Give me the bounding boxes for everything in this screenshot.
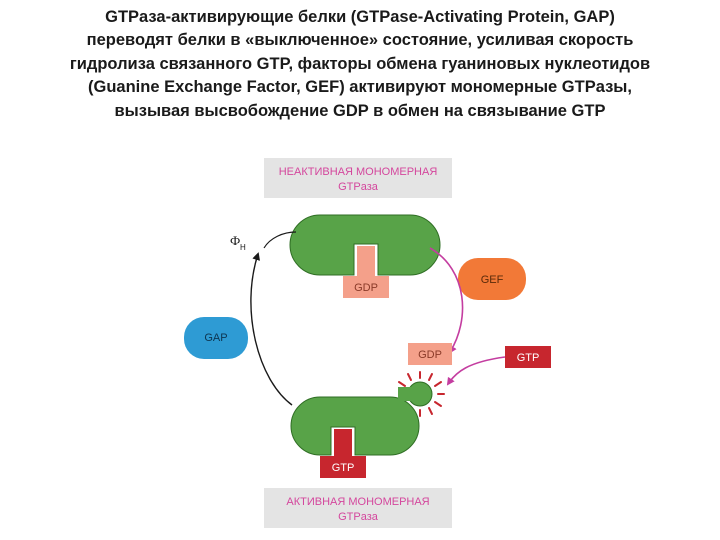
bound-gdp-stem xyxy=(357,246,375,276)
bound-gdp-block xyxy=(343,276,389,298)
text-line-4: (Guanine Exchange Factor, GEF) активирую… xyxy=(88,78,632,97)
text-line-5: вызывая высвобождение GDP в обмен на свя… xyxy=(114,101,606,120)
bound-gtp-block xyxy=(320,456,366,478)
phosphate-main: Ф xyxy=(230,233,240,248)
inactive-gtpase-protein: GDP xyxy=(289,214,441,298)
phosphate-label: Ф Н xyxy=(230,233,246,252)
gef-arrow xyxy=(429,247,464,354)
released-gdp-label: GDP xyxy=(418,349,442,361)
inactive-label-box: НЕАКТИВНАЯ МОНОМЕРНАЯ GTPаза xyxy=(264,158,452,198)
gef-blob: GEF xyxy=(458,258,526,300)
text-line-1: GTPаза-активирующие белки (GTPase-Activa… xyxy=(105,8,615,26)
active-label-line-1: АКТИВНАЯ МОНОМЕРНАЯ xyxy=(286,496,429,508)
inactive-label-line-1: НЕАКТИВНАЯ МОНОМЕРНАЯ xyxy=(279,166,438,178)
gap-label: GAP xyxy=(204,332,227,344)
gap-blob: GAP xyxy=(184,317,248,359)
gef-label: GEF xyxy=(481,274,504,286)
bound-gdp-label: GDP xyxy=(354,282,378,294)
incoming-gtp-label: GTP xyxy=(517,352,540,364)
active-gtpase-protein: GTP xyxy=(290,371,445,478)
phosphate-sub: Н xyxy=(240,243,246,252)
gtp-entry-arrow xyxy=(446,356,506,386)
active-label-box: АКТИВНАЯ МОНОМЕРНАЯ GTPаза xyxy=(264,488,452,528)
released-gdp-box: GDP xyxy=(408,343,452,365)
text-line-3: гидролиза связанного GTP, факторы обмена… xyxy=(69,54,651,73)
bound-gtp-label: GTP xyxy=(332,462,355,474)
inactive-label-line-2: GTPаза xyxy=(338,181,379,193)
incoming-gtp-box: GTP xyxy=(505,346,551,368)
active-label-line-2: GTPаза xyxy=(338,511,379,523)
text-line-2: переводят белки в «выключенное» состояни… xyxy=(86,31,634,50)
gap-arrow xyxy=(250,252,293,406)
slide-text: GTPаза-активирующие белки (GTPase-Activa… xyxy=(0,6,720,123)
phosphate-release-arrow xyxy=(263,231,297,249)
bound-gtp-stem xyxy=(334,429,352,456)
